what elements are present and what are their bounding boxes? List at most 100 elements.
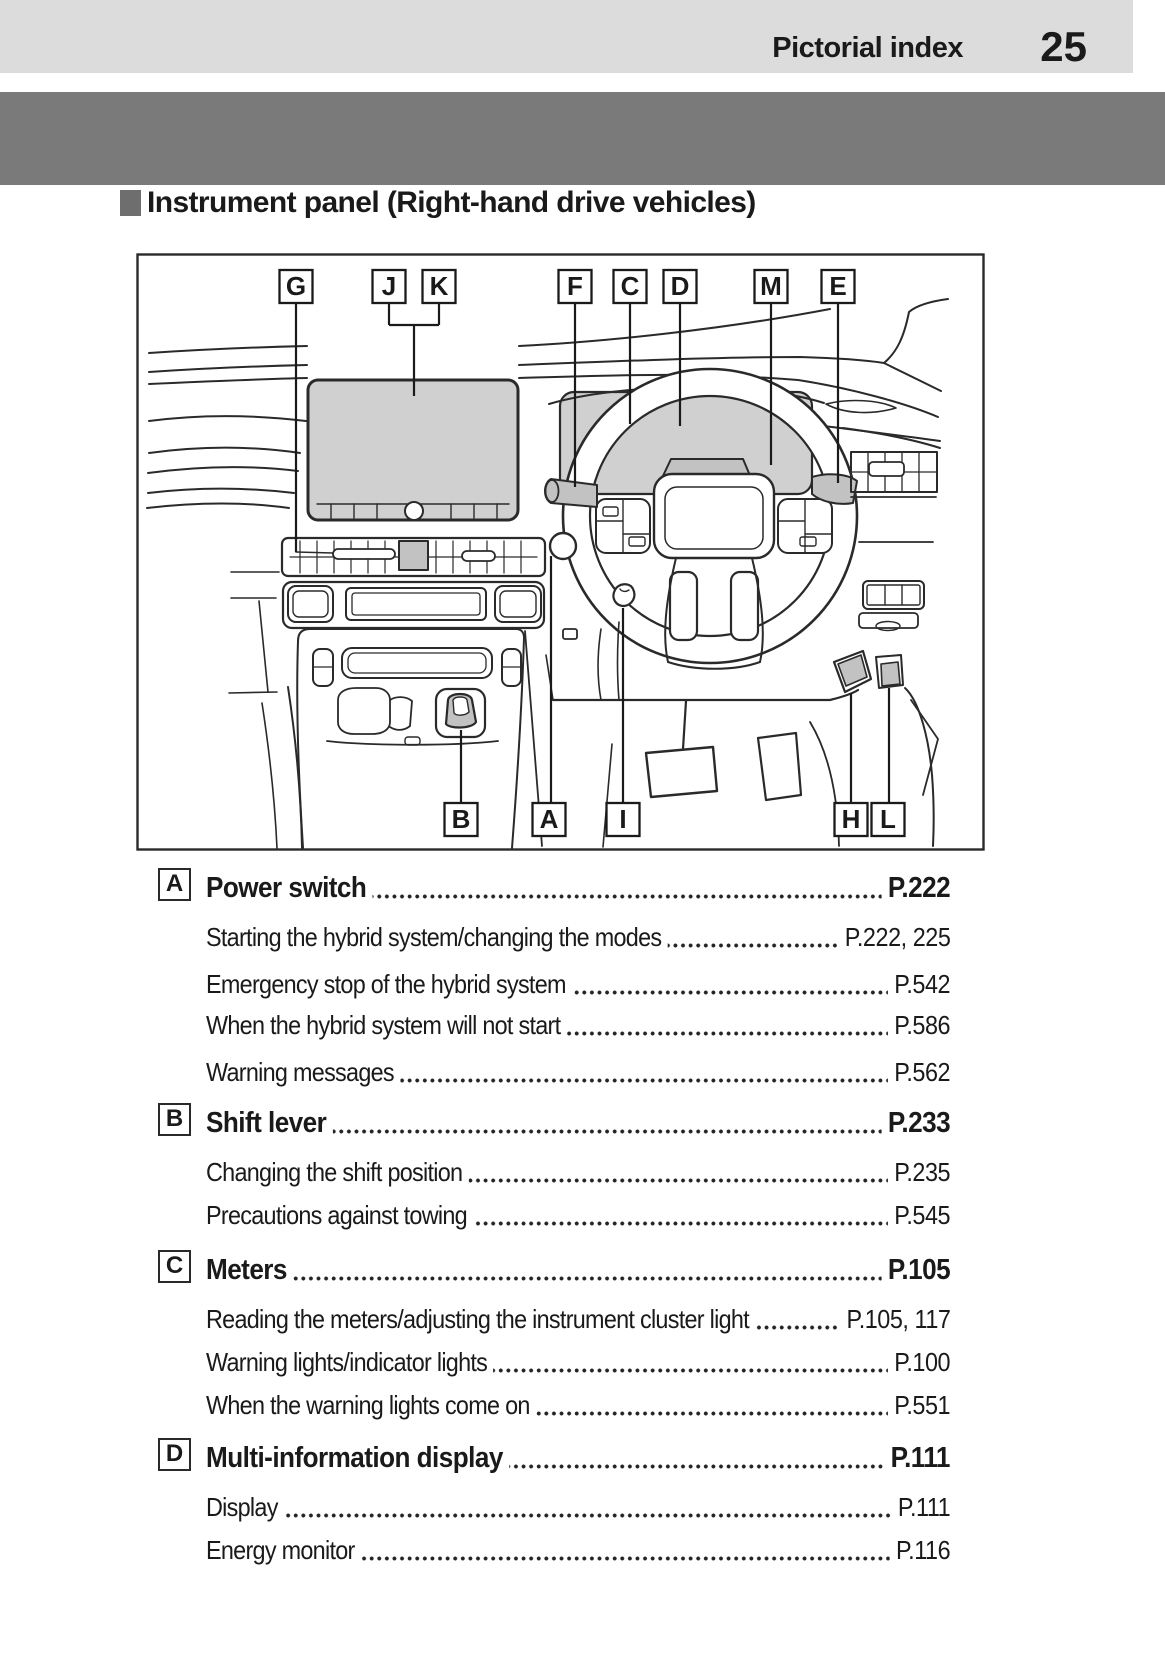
callout-c-box <box>612 268 648 305</box>
screen-knob <box>404 501 424 521</box>
page-ref: P.105, 117 <box>839 1304 950 1334</box>
dot-leader <box>210 894 948 899</box>
dot-leader <box>210 1129 948 1134</box>
callout-e-label: E <box>829 271 846 301</box>
dot-leader <box>210 1513 948 1518</box>
callout-m-label: M <box>760 271 782 301</box>
breadcrumb: Pictorial index <box>772 32 963 64</box>
callout-f-label: F <box>567 271 583 301</box>
accelerator-pedal <box>756 731 803 802</box>
page-ref: P.235 <box>887 1157 950 1187</box>
index-section-row: C Meters P.105 <box>158 1246 951 1290</box>
callout-c-label: C <box>621 271 640 301</box>
callout-k-label: K <box>430 271 449 301</box>
callout-d-label: D <box>671 271 690 301</box>
section-marker: B <box>158 1103 191 1136</box>
index-sub-row: When the warning lights come on P.551 <box>158 1381 950 1425</box>
index-title: Meters <box>206 1255 294 1285</box>
dot-leader <box>210 1221 948 1226</box>
switch-panel <box>862 580 925 610</box>
brake-pedal <box>644 745 719 799</box>
dot-leader <box>210 1411 948 1416</box>
callout-l-label: L <box>880 804 896 834</box>
callout-f-box <box>557 268 593 305</box>
dot-leader <box>210 1178 948 1183</box>
page-ref: P.105 <box>881 1255 951 1285</box>
index-section-row: D Multi-information display P.111 <box>158 1434 951 1478</box>
index-sub-row: When the hybrid system will not start P.… <box>158 1001 950 1045</box>
index-title: Power switch <box>206 873 373 903</box>
index-sub-row: Energy monitor P.116 <box>158 1526 950 1570</box>
section-marker: A <box>158 868 191 901</box>
index-item: When the warning lights come on <box>206 1390 536 1420</box>
index-item: Warning lights/indicator lights <box>206 1347 494 1377</box>
index-title: Multi-information display <box>206 1443 510 1473</box>
center-vent-strip <box>280 536 547 578</box>
index-sub-row: Changing the shift position P.235 <box>158 1148 950 1192</box>
index-item: Starting the hybrid system/changing the … <box>206 922 668 952</box>
callout-b-label: B <box>452 804 471 834</box>
vent-control <box>398 540 429 571</box>
page-ref: P.111 <box>884 1443 951 1473</box>
index-sub-row: Display P.111 <box>158 1483 950 1527</box>
instrument-panel-diagram: G J K F C D M E B A I H L <box>136 253 985 851</box>
page-ref: P.586 <box>887 1010 950 1040</box>
index-item: Display <box>206 1492 284 1522</box>
callout-e-box <box>820 268 856 305</box>
power-switch <box>548 531 578 561</box>
dot-leader <box>210 1078 948 1083</box>
page-ref: P.233 <box>881 1108 951 1138</box>
index-sub-row: Reading the meters/adjusting the instrum… <box>158 1295 950 1339</box>
dot-leader <box>210 1031 948 1036</box>
page-ref: P.116 <box>889 1535 950 1565</box>
callout-h-label: H <box>842 804 861 834</box>
callout-g-label: G <box>286 271 306 301</box>
page-ref: P.111 <box>891 1492 950 1522</box>
column-lever <box>612 583 636 608</box>
section-square-icon <box>120 190 141 216</box>
index-item: Emergency stop of the hybrid system <box>206 969 573 999</box>
index-item: When the hybrid system will not start <box>206 1010 567 1040</box>
section-marker: D <box>158 1438 191 1471</box>
callout-g-box <box>278 268 314 305</box>
index-section-row: A Power switch P.222 <box>158 864 951 908</box>
callout-j-label: J <box>382 271 396 301</box>
index-item: Changing the shift position <box>206 1157 469 1187</box>
index-sub-row: Precautions against towing P.545 <box>158 1191 950 1235</box>
steering-wheel <box>561 367 859 665</box>
page-ref: P.542 <box>887 969 950 999</box>
callout-i-label: I <box>619 804 626 834</box>
callout-m-box <box>753 268 789 305</box>
page-ref: P.222 <box>881 873 951 903</box>
index-item: Energy monitor <box>206 1535 361 1565</box>
dot-leader <box>210 1464 948 1469</box>
dot-leader <box>210 990 948 995</box>
header-band <box>0 0 1133 73</box>
index-sub-row: Warning messages P.562 <box>158 1048 950 1092</box>
callout-a-label: A <box>540 804 559 834</box>
right-stalk <box>811 473 858 505</box>
page-ref: P.222, 225 <box>838 922 950 952</box>
section-heading-text: Instrument panel (Right-hand drive vehic… <box>147 186 756 219</box>
page-ref: P.545 <box>887 1200 950 1230</box>
callout-b-box <box>443 801 479 838</box>
index-sub-row: Warning lights/indicator lights P.100 <box>158 1338 950 1382</box>
index-sub-row: Emergency stop of the hybrid system P.54… <box>158 960 950 1004</box>
dot-leader <box>210 1368 948 1373</box>
steering-pad <box>652 472 776 560</box>
section-marker: C <box>158 1250 191 1283</box>
dot-leader <box>210 1276 948 1281</box>
callout-k-box <box>421 268 457 305</box>
section-divider-band <box>0 92 1165 185</box>
page-number: 25 <box>1040 23 1087 70</box>
callout-a-box <box>531 801 567 838</box>
callout-d-box <box>662 268 698 305</box>
index-item: Warning messages <box>206 1057 401 1087</box>
dot-leader <box>210 1556 948 1561</box>
index-item: Reading the meters/adjusting the instrum… <box>206 1304 756 1334</box>
index-section-row: B Shift lever P.233 <box>158 1099 951 1143</box>
callout-l-box <box>870 801 906 838</box>
page-ref: P.551 <box>887 1390 950 1420</box>
callout-h-box <box>833 801 869 838</box>
